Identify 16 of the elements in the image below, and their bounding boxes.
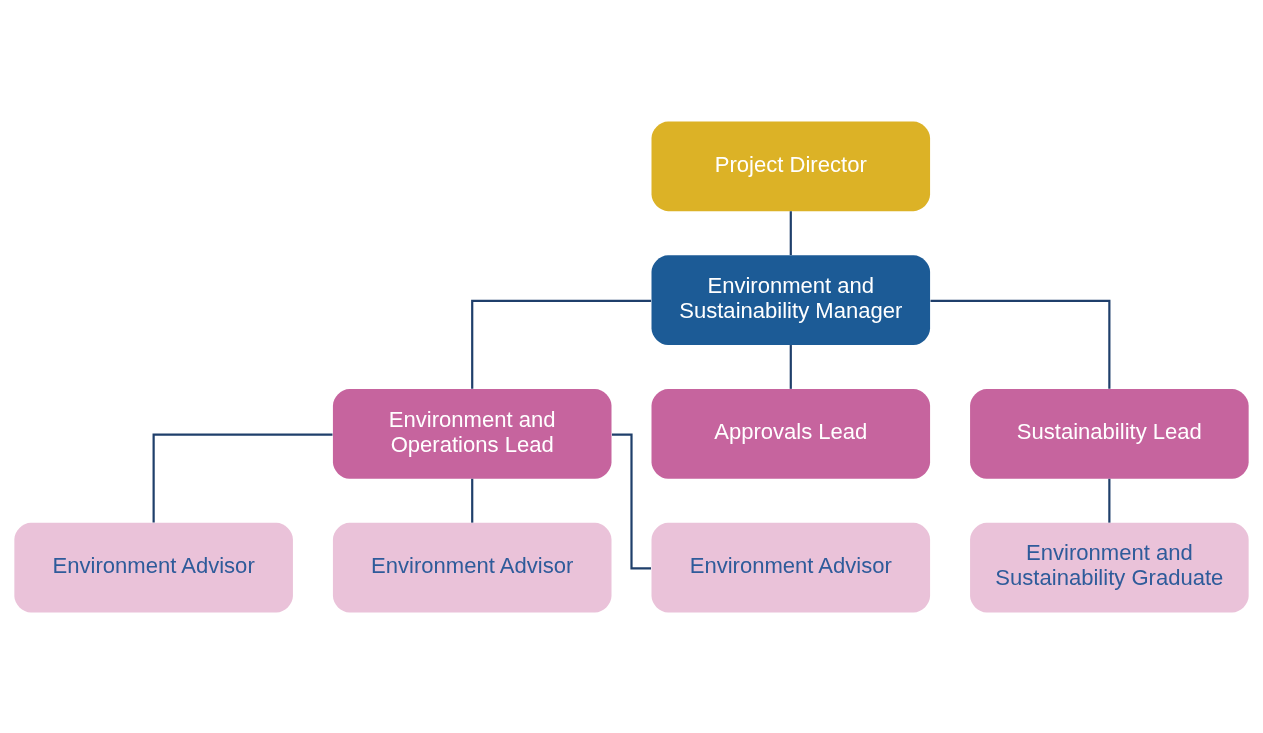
connector [152,432,333,523]
connector [471,478,474,523]
connector [789,210,792,255]
node-box: Environment and Sustainability Graduate [970,522,1249,612]
node-box: Environment Advisor [14,522,293,612]
node-box: Sustainability Lead [970,388,1249,479]
connector [930,299,1111,389]
node-box: Environment Advisor [332,522,612,612]
node-box: Project Director [651,121,931,211]
node-box: Environment Advisor [651,522,931,612]
node-box: Approvals Lead [651,388,931,479]
connector [471,299,652,389]
node-box: Environment and Operations Lead [332,388,612,479]
connector [789,344,792,389]
connector [1108,478,1111,523]
node-box: Environment and Sustainability Manager [651,254,931,345]
